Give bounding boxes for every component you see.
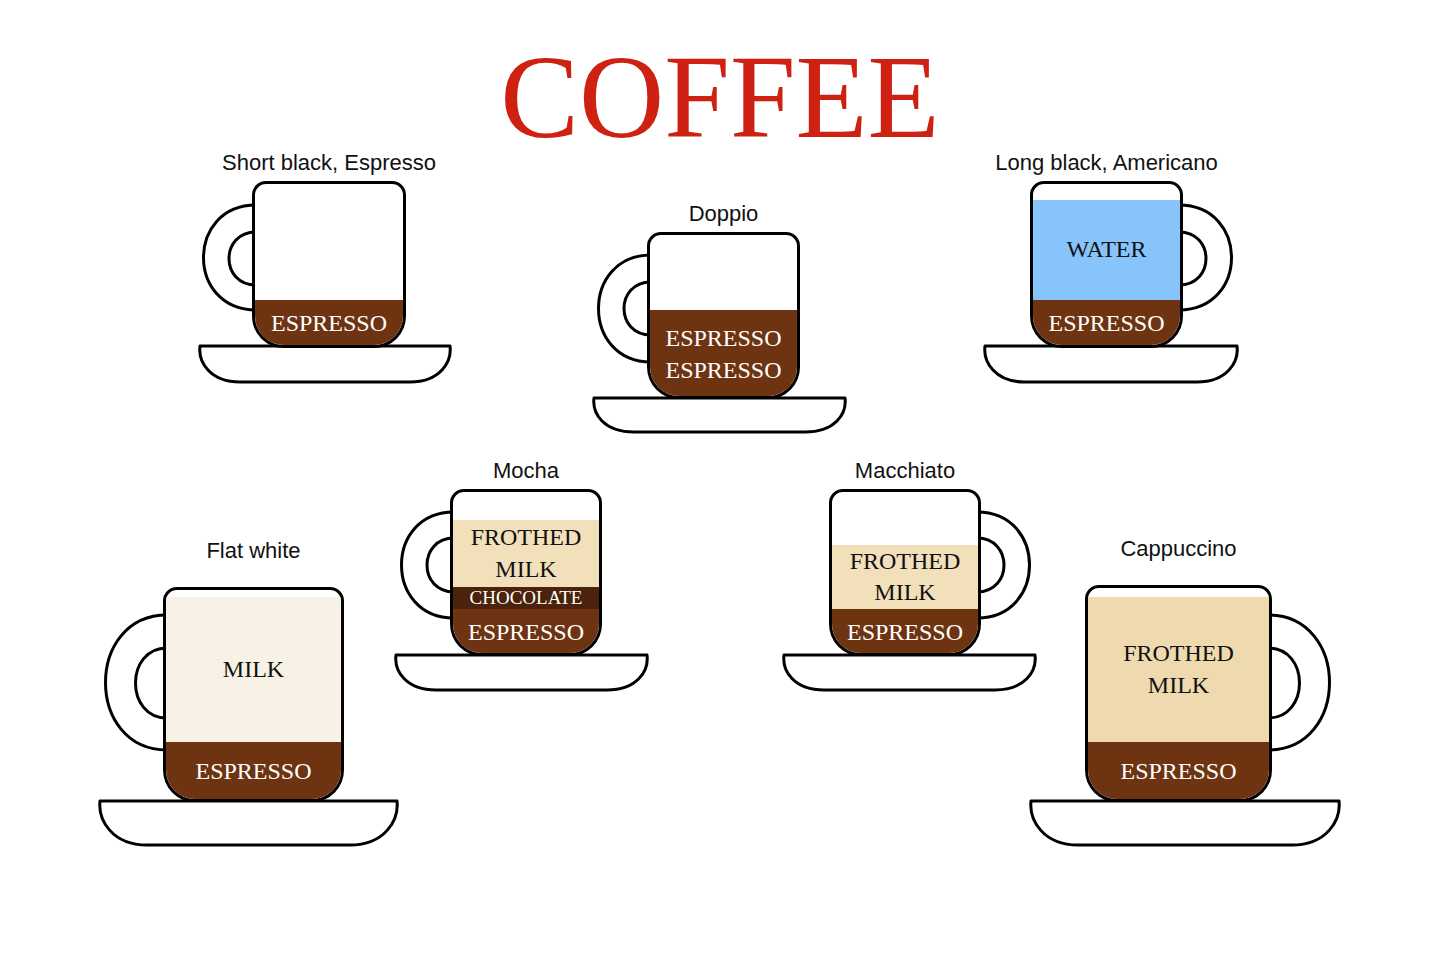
cup-interior: FROTHED MILK CHOCOLATE ESPRESSO — [453, 492, 599, 653]
cup-handle — [1268, 615, 1330, 750]
espresso-layer: ESPRESSO — [832, 609, 978, 653]
coffee-cup: FROTHED MILKESPRESSOCappuccino — [1085, 585, 1272, 802]
layer-label: ESPRESSO — [847, 617, 963, 648]
coffee-cup: FROTHED MILKESPRESSOMacchiato — [829, 489, 981, 656]
saucer — [396, 655, 647, 690]
layer-label: ESPRESSO — [1048, 308, 1164, 339]
coffee-cup: WATERESPRESSOLong black, Americano — [1030, 181, 1183, 348]
milk-layer: MILK — [166, 597, 341, 742]
espresso-layer: ESPRESSO — [1033, 300, 1180, 345]
saucer — [200, 346, 450, 382]
diagram-title: COFFEE — [0, 39, 1440, 157]
cup-interior: FROTHED MILK ESPRESSO — [1088, 588, 1269, 799]
cup-name: Cappuccino — [1120, 536, 1236, 562]
frothed-milk-layer: FROTHED MILK — [453, 520, 599, 587]
cup-interior: ESPRESSO — [255, 184, 403, 345]
saucer — [100, 801, 397, 845]
coffee-cup: ESPRESSOESPRESSODoppio — [647, 232, 800, 399]
layer-label: ESPRESSO — [195, 756, 311, 787]
saucer — [784, 655, 1035, 690]
saucer — [594, 398, 845, 432]
espresso-layer: ESPRESSO — [453, 609, 599, 653]
cup-name: Mocha — [493, 458, 559, 484]
cup-name: Doppio — [689, 201, 759, 227]
cup-interior: WATER ESPRESSO — [1033, 184, 1180, 345]
layer-label: ESPRESSO — [1120, 756, 1236, 787]
espresso-layer: ESPRESSO — [166, 742, 341, 799]
frothed-milk-layer: FROTHED MILK — [1088, 597, 1269, 742]
layer-label: ESPRESSO — [665, 355, 781, 386]
layer-label: ESPRESSO — [665, 323, 781, 354]
layer-label: WATER — [1067, 234, 1147, 265]
cup-name: Short black, Espresso — [222, 150, 436, 176]
layer-label: FROTHED MILK — [1109, 638, 1249, 700]
layer-label: ESPRESSO — [271, 308, 387, 339]
layer-label: MILK — [223, 654, 284, 685]
coffee-cup: FROTHED MILKCHOCOLATEESPRESSOMocha — [450, 489, 602, 656]
cup-handle — [204, 205, 257, 310]
cup-handle — [599, 255, 652, 362]
cup-name: Long black, Americano — [995, 150, 1218, 176]
coffee-cup: ESPRESSOShort black, Espresso — [252, 181, 406, 348]
layer-label: ESPRESSO — [468, 617, 584, 648]
cup-interior: ESPRESSOESPRESSO — [650, 235, 797, 396]
cup-name: Flat white — [206, 538, 300, 564]
cup-handle — [977, 512, 1030, 618]
cup-interior: MILK ESPRESSO — [166, 590, 341, 799]
saucer — [1031, 801, 1339, 845]
cup-handle — [1179, 205, 1232, 310]
water-layer: WATER — [1033, 200, 1180, 300]
cup-handle — [977, 538, 1004, 592]
layer-label: FROTHED MILK — [835, 546, 975, 608]
layer-label: CHOCOLATE — [470, 588, 583, 608]
cup-name: Macchiato — [855, 458, 955, 484]
cup-handle — [1268, 648, 1300, 718]
coffee-cup: MILKESPRESSOFlat white — [163, 587, 344, 802]
espresso-layer: ESPRESSO — [255, 300, 403, 345]
cup-handle — [402, 512, 455, 618]
cup-handle — [106, 615, 168, 750]
chocolate-layer: CHOCOLATE — [453, 587, 599, 609]
layer-label: FROTHED MILK — [456, 522, 596, 584]
cup-interior: FROTHED MILK ESPRESSO — [832, 492, 978, 653]
espresso-layer: ESPRESSOESPRESSO — [650, 310, 797, 396]
frothed-milk-layer: FROTHED MILK — [832, 545, 978, 609]
saucer — [985, 346, 1237, 382]
espresso-layer: ESPRESSO — [1088, 742, 1269, 799]
cup-handle — [1179, 232, 1206, 285]
